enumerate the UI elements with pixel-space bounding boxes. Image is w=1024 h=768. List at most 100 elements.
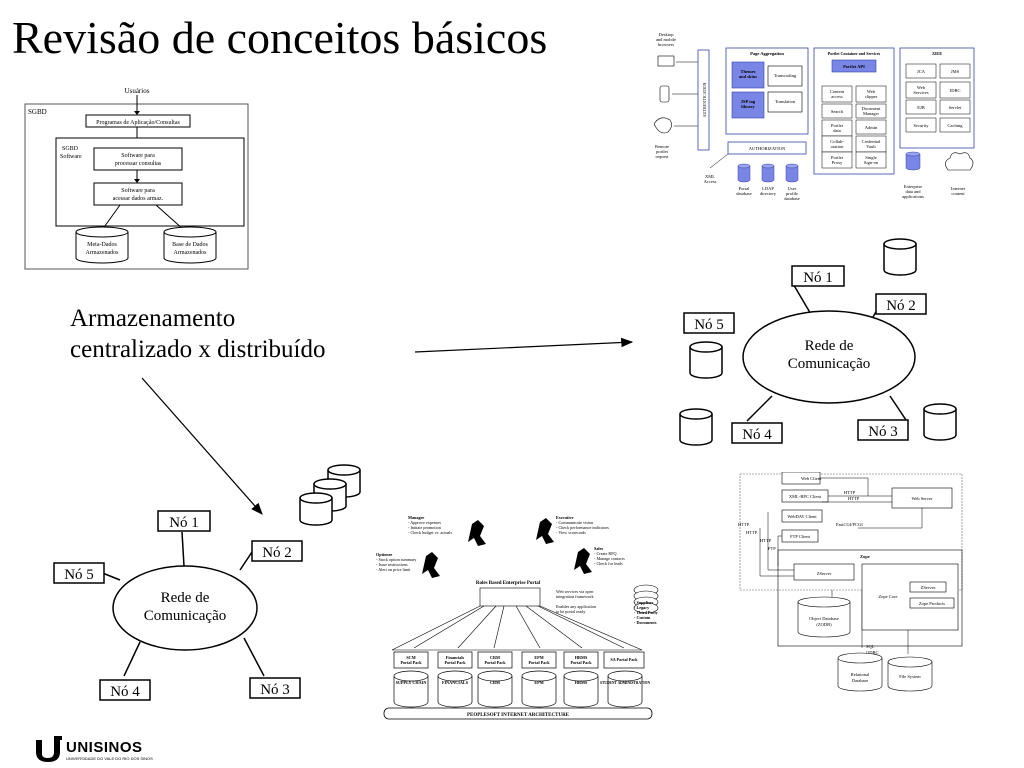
manager-item-1: - Approve expenses bbox=[408, 520, 441, 525]
http-label-5: HTTP bbox=[760, 538, 772, 543]
hand-icon bbox=[653, 117, 672, 134]
metadata-cylinder: Meta-Dados Armazenados bbox=[75, 226, 129, 264]
network-bottom-diagram: Rede de Comunicação Nó 1 Nó 2 Nó 5 Nó 4 … bbox=[53, 464, 361, 701]
authentication-label: AUTHENTICATION bbox=[702, 82, 707, 117]
http-label-4: HTTP bbox=[746, 530, 758, 535]
phone-icon bbox=[659, 85, 670, 103]
logo-name: UNISINOS bbox=[66, 739, 143, 756]
top-node4-db-icon bbox=[679, 408, 713, 446]
unisinos-logo-mark-icon bbox=[36, 736, 62, 762]
sso-label-2: Sign-on bbox=[864, 160, 879, 165]
portal-db-label-1: Portal bbox=[739, 186, 750, 191]
module-5-cylinder bbox=[563, 670, 599, 708]
odb-label-2: (ZODB) bbox=[816, 622, 832, 627]
module-2-label: FINANCIALS bbox=[442, 680, 469, 685]
zserver-label: ZServer bbox=[817, 571, 832, 576]
options-item-1: - Stock option summary bbox=[376, 557, 417, 562]
network-top-node-2: Nó 2 bbox=[886, 298, 916, 314]
ldap-cylinder bbox=[761, 163, 775, 183]
enterprise-label-1: Enterprise bbox=[904, 184, 923, 189]
pack-2-label-1: Financials bbox=[446, 655, 465, 660]
options-item-2: - Issue instructions bbox=[376, 562, 408, 567]
web-services-label-2: Services bbox=[913, 90, 928, 95]
network-bottom-node-1: Nó 1 bbox=[169, 515, 199, 531]
module-4-label: EPM bbox=[534, 680, 543, 685]
module-4-cylinder bbox=[521, 670, 557, 708]
manager-item-3: - Check budget vs. actuals bbox=[408, 530, 452, 535]
network-bottom-ellipse bbox=[112, 565, 258, 651]
servlet-label: Servlet bbox=[949, 105, 962, 110]
disk-stack-icon bbox=[633, 584, 659, 614]
webdav-client-label: WebDAV Client bbox=[787, 514, 817, 519]
pack-4-label-2: Portal Pack bbox=[528, 660, 550, 665]
network-top-node-3: Nó 3 bbox=[868, 424, 898, 440]
logo-subtitle: UNIVERSIDADE DO VALE DO RIO DOS SINOS bbox=[66, 756, 153, 761]
portlet-api-label: Portlet API bbox=[843, 64, 865, 69]
module-6-label: STUDENT ADMINISTRATION bbox=[600, 681, 650, 685]
executive-item-1: - Communicate vision bbox=[556, 520, 594, 525]
network-top-ellipse bbox=[742, 310, 916, 404]
pack-3-label-1: CRM bbox=[490, 655, 500, 660]
portlet-proxy-label-1: Portlet bbox=[831, 155, 844, 160]
http-label-2: HTTP bbox=[848, 496, 860, 501]
caching-label: Caching bbox=[948, 123, 964, 128]
module-1-label: SUPPLY CHAIN bbox=[396, 680, 427, 685]
module-5-label: HRMS bbox=[575, 680, 588, 685]
remote-label-2: portlet bbox=[656, 149, 668, 154]
query-proc-label-2: processar consultas bbox=[115, 161, 162, 167]
portal-diagram: Desktop and mobile browsers Remote portl… bbox=[653, 32, 975, 201]
transcoding-label: Transcoding bbox=[774, 73, 797, 78]
jsp-label-1: JSP tag bbox=[741, 99, 756, 104]
internet-label-2: content bbox=[951, 191, 965, 196]
network-top-node-5: Nó 5 bbox=[694, 317, 724, 333]
security-label: Security bbox=[914, 123, 930, 128]
network-top-label-1: Rede de bbox=[805, 338, 854, 354]
zope-products-label: Zope Products bbox=[919, 601, 945, 606]
pack-1-label-1: SCM bbox=[406, 655, 415, 660]
web-server-label: Web Server bbox=[911, 496, 933, 501]
sgbd-diagram: Usuários SGBD Programas de Aplicação/Con… bbox=[24, 87, 249, 270]
relational-db-cylinder bbox=[837, 652, 883, 692]
http-label-3: HTTP bbox=[738, 522, 750, 527]
sgbd-software-label-2: Software bbox=[60, 153, 82, 160]
network-bottom-node-4: Nó 4 bbox=[110, 684, 140, 700]
enables-label-2: to be portal ready bbox=[556, 609, 586, 614]
container-label: Portlet Container and Services bbox=[828, 51, 881, 56]
source-item-5: - Documents bbox=[634, 620, 657, 625]
web-clipper-label-2: clipper bbox=[865, 94, 878, 99]
xmlrpc-client-label: XML-RPC Client bbox=[789, 494, 822, 499]
database-label-1: Base de Dados bbox=[172, 242, 208, 248]
jsp-label-2: library bbox=[741, 104, 755, 109]
doc-mgr-label-2: Manager bbox=[863, 111, 879, 116]
options-item-3: - Alert on price limit bbox=[376, 567, 411, 572]
metadata-label-1: Meta-Dados bbox=[87, 242, 117, 248]
ldap-label-2: directory bbox=[760, 191, 777, 196]
portal-db-label-2: database bbox=[736, 191, 752, 196]
stacked-db-icon bbox=[299, 464, 361, 526]
laptop-icon bbox=[657, 55, 675, 67]
network-top-diagram: Rede de Comunicação Nó 1 Nó 2 Nó 5 Nó 4 … bbox=[679, 238, 957, 446]
architecture-label: PEOPLESOFT INTERNET ARCHITECTURE bbox=[467, 713, 570, 718]
web-services-label-1: Web bbox=[917, 85, 926, 90]
top-node2-db-icon bbox=[883, 238, 917, 276]
clients-label-3: browsers bbox=[658, 42, 674, 47]
search-label: Search bbox=[831, 109, 844, 114]
portal-label: Roles Based Enterprise Portal bbox=[476, 581, 541, 586]
database-label-2: Armazenados bbox=[174, 250, 208, 256]
options-label: Optionee bbox=[376, 552, 392, 557]
jdbc-label: JDBC bbox=[949, 88, 960, 93]
internet-cloud-icon bbox=[945, 152, 974, 171]
options-figure-icon bbox=[422, 552, 440, 578]
jca-label: JCA bbox=[917, 69, 926, 74]
content-access-label-1: Content bbox=[830, 89, 845, 94]
programs-label: Programas de Aplicação/Consultas bbox=[96, 120, 180, 126]
user-db-label-2: profile bbox=[786, 191, 798, 196]
sgbd-software-label-1: SGBD bbox=[62, 146, 79, 152]
file-system-label: File System bbox=[899, 674, 921, 679]
caption-line-2: centralizado x distribuído bbox=[70, 336, 326, 363]
sales-item-1: - Create RFQ bbox=[594, 551, 617, 556]
source-item-1: - Suppliers bbox=[634, 600, 654, 605]
http-label-1: HTTP bbox=[844, 490, 856, 495]
rel-db-label-1: Relational bbox=[851, 672, 870, 677]
portlet-proxy-label-2: Proxy bbox=[832, 160, 844, 165]
